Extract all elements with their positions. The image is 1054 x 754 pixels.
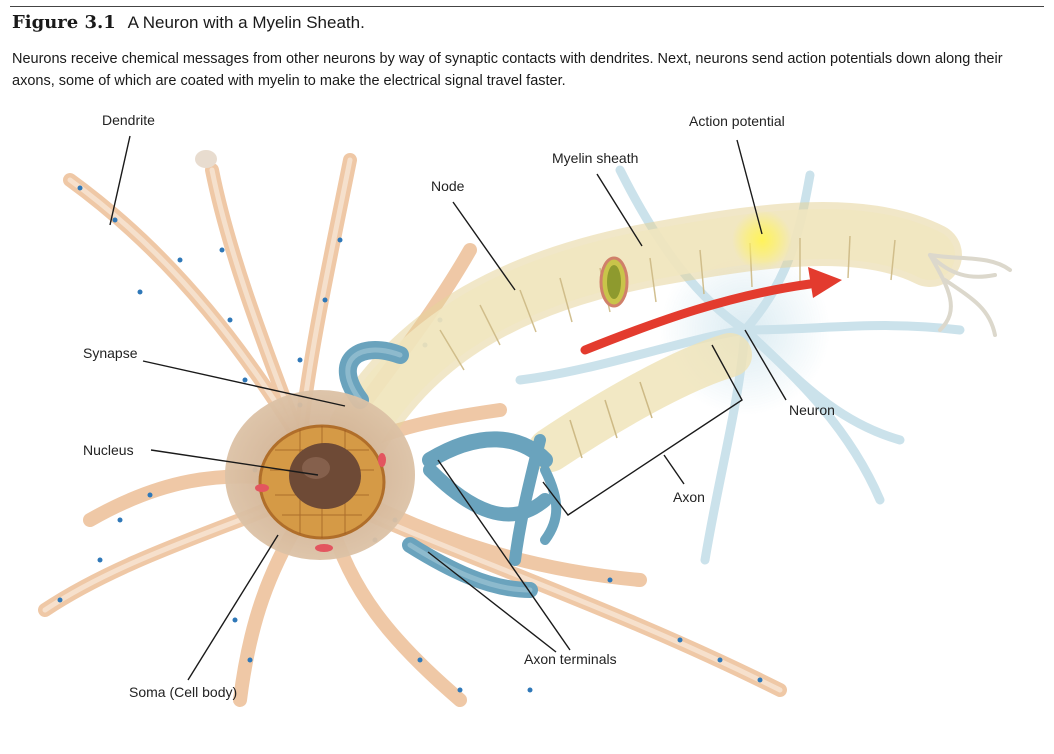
label-synapse: Synapse xyxy=(83,345,138,361)
label-soma: Soma (Cell body) xyxy=(129,684,237,700)
soma xyxy=(225,390,415,560)
label-dendrite: Dendrite xyxy=(102,112,155,128)
figure-title-text: A Neuron with a Myelin Sheath. xyxy=(127,13,365,32)
figure-caption: Neurons receive chemical messages from o… xyxy=(12,51,1003,89)
figure-title: Figure 3.1 A Neuron with a Myelin Sheath… xyxy=(12,12,365,33)
label-action-potential: Action potential xyxy=(689,113,785,129)
label-nucleus: Nucleus xyxy=(83,442,134,458)
neuron-diagram: Dendrite Node Myelin sheath Action poten… xyxy=(38,112,1012,707)
action-potential-glow xyxy=(732,210,792,270)
label-axon-terminals: Axon terminals xyxy=(524,651,617,667)
label-neuron: Neuron xyxy=(789,402,835,418)
signal-direction-arrow xyxy=(580,267,842,355)
axon xyxy=(328,202,1012,472)
figure-number: Figure 3.1 xyxy=(12,12,116,33)
top-rule xyxy=(10,6,1044,7)
leader-lines xyxy=(109,135,787,681)
label-node: Node xyxy=(431,178,465,194)
label-myelin-sheath: Myelin sheath xyxy=(552,150,638,166)
label-axon: Axon xyxy=(673,489,705,505)
